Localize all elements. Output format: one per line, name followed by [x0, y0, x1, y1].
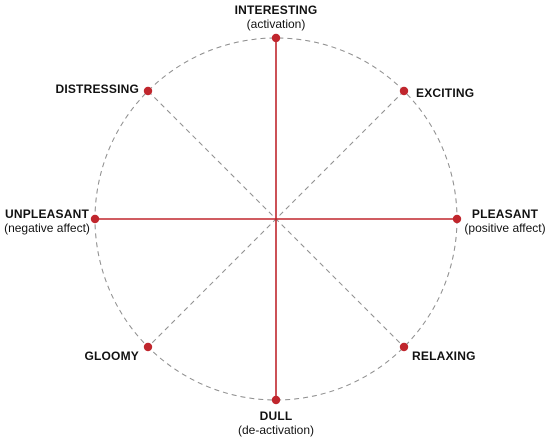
label-gloomy-main: GLOOMY [84, 349, 139, 363]
point-gloomy [143, 342, 153, 352]
label-dull: DULL (de-activation) [238, 409, 314, 437]
label-unpleasant: UNPLEASANT (negative affect) [3, 207, 91, 235]
label-pleasant-sub: (positive affect) [464, 221, 546, 235]
point-dull [271, 395, 281, 405]
label-interesting: INTERESTING (activation) [235, 3, 318, 31]
label-distressing-main: DISTRESSING [55, 82, 139, 96]
point-relaxing [399, 342, 409, 352]
label-relaxing: RELAXING [412, 349, 476, 363]
point-pleasant [452, 214, 462, 224]
point-unpleasant [90, 214, 100, 224]
label-exciting: EXCITING [416, 86, 474, 100]
label-unpleasant-main: UNPLEASANT [4, 207, 89, 221]
label-pleasant-main: PLEASANT [471, 207, 539, 221]
point-interesting [271, 33, 281, 43]
label-dull-sub: (de-activation) [237, 423, 315, 437]
point-distressing [143, 86, 153, 96]
label-interesting-sub: (activation) [246, 17, 306, 31]
label-exciting-main: EXCITING [416, 86, 475, 100]
label-distressing: DISTRESSING [55, 82, 139, 96]
label-gloomy: GLOOMY [84, 349, 139, 363]
point-exciting [399, 86, 409, 96]
label-interesting-main: INTERESTING [234, 3, 318, 17]
label-pleasant: PLEASANT (positive affect) [462, 207, 548, 235]
label-unpleasant-sub: (negative affect) [4, 221, 90, 235]
label-dull-main: DULL [259, 409, 293, 423]
label-relaxing-main: RELAXING [412, 349, 476, 363]
